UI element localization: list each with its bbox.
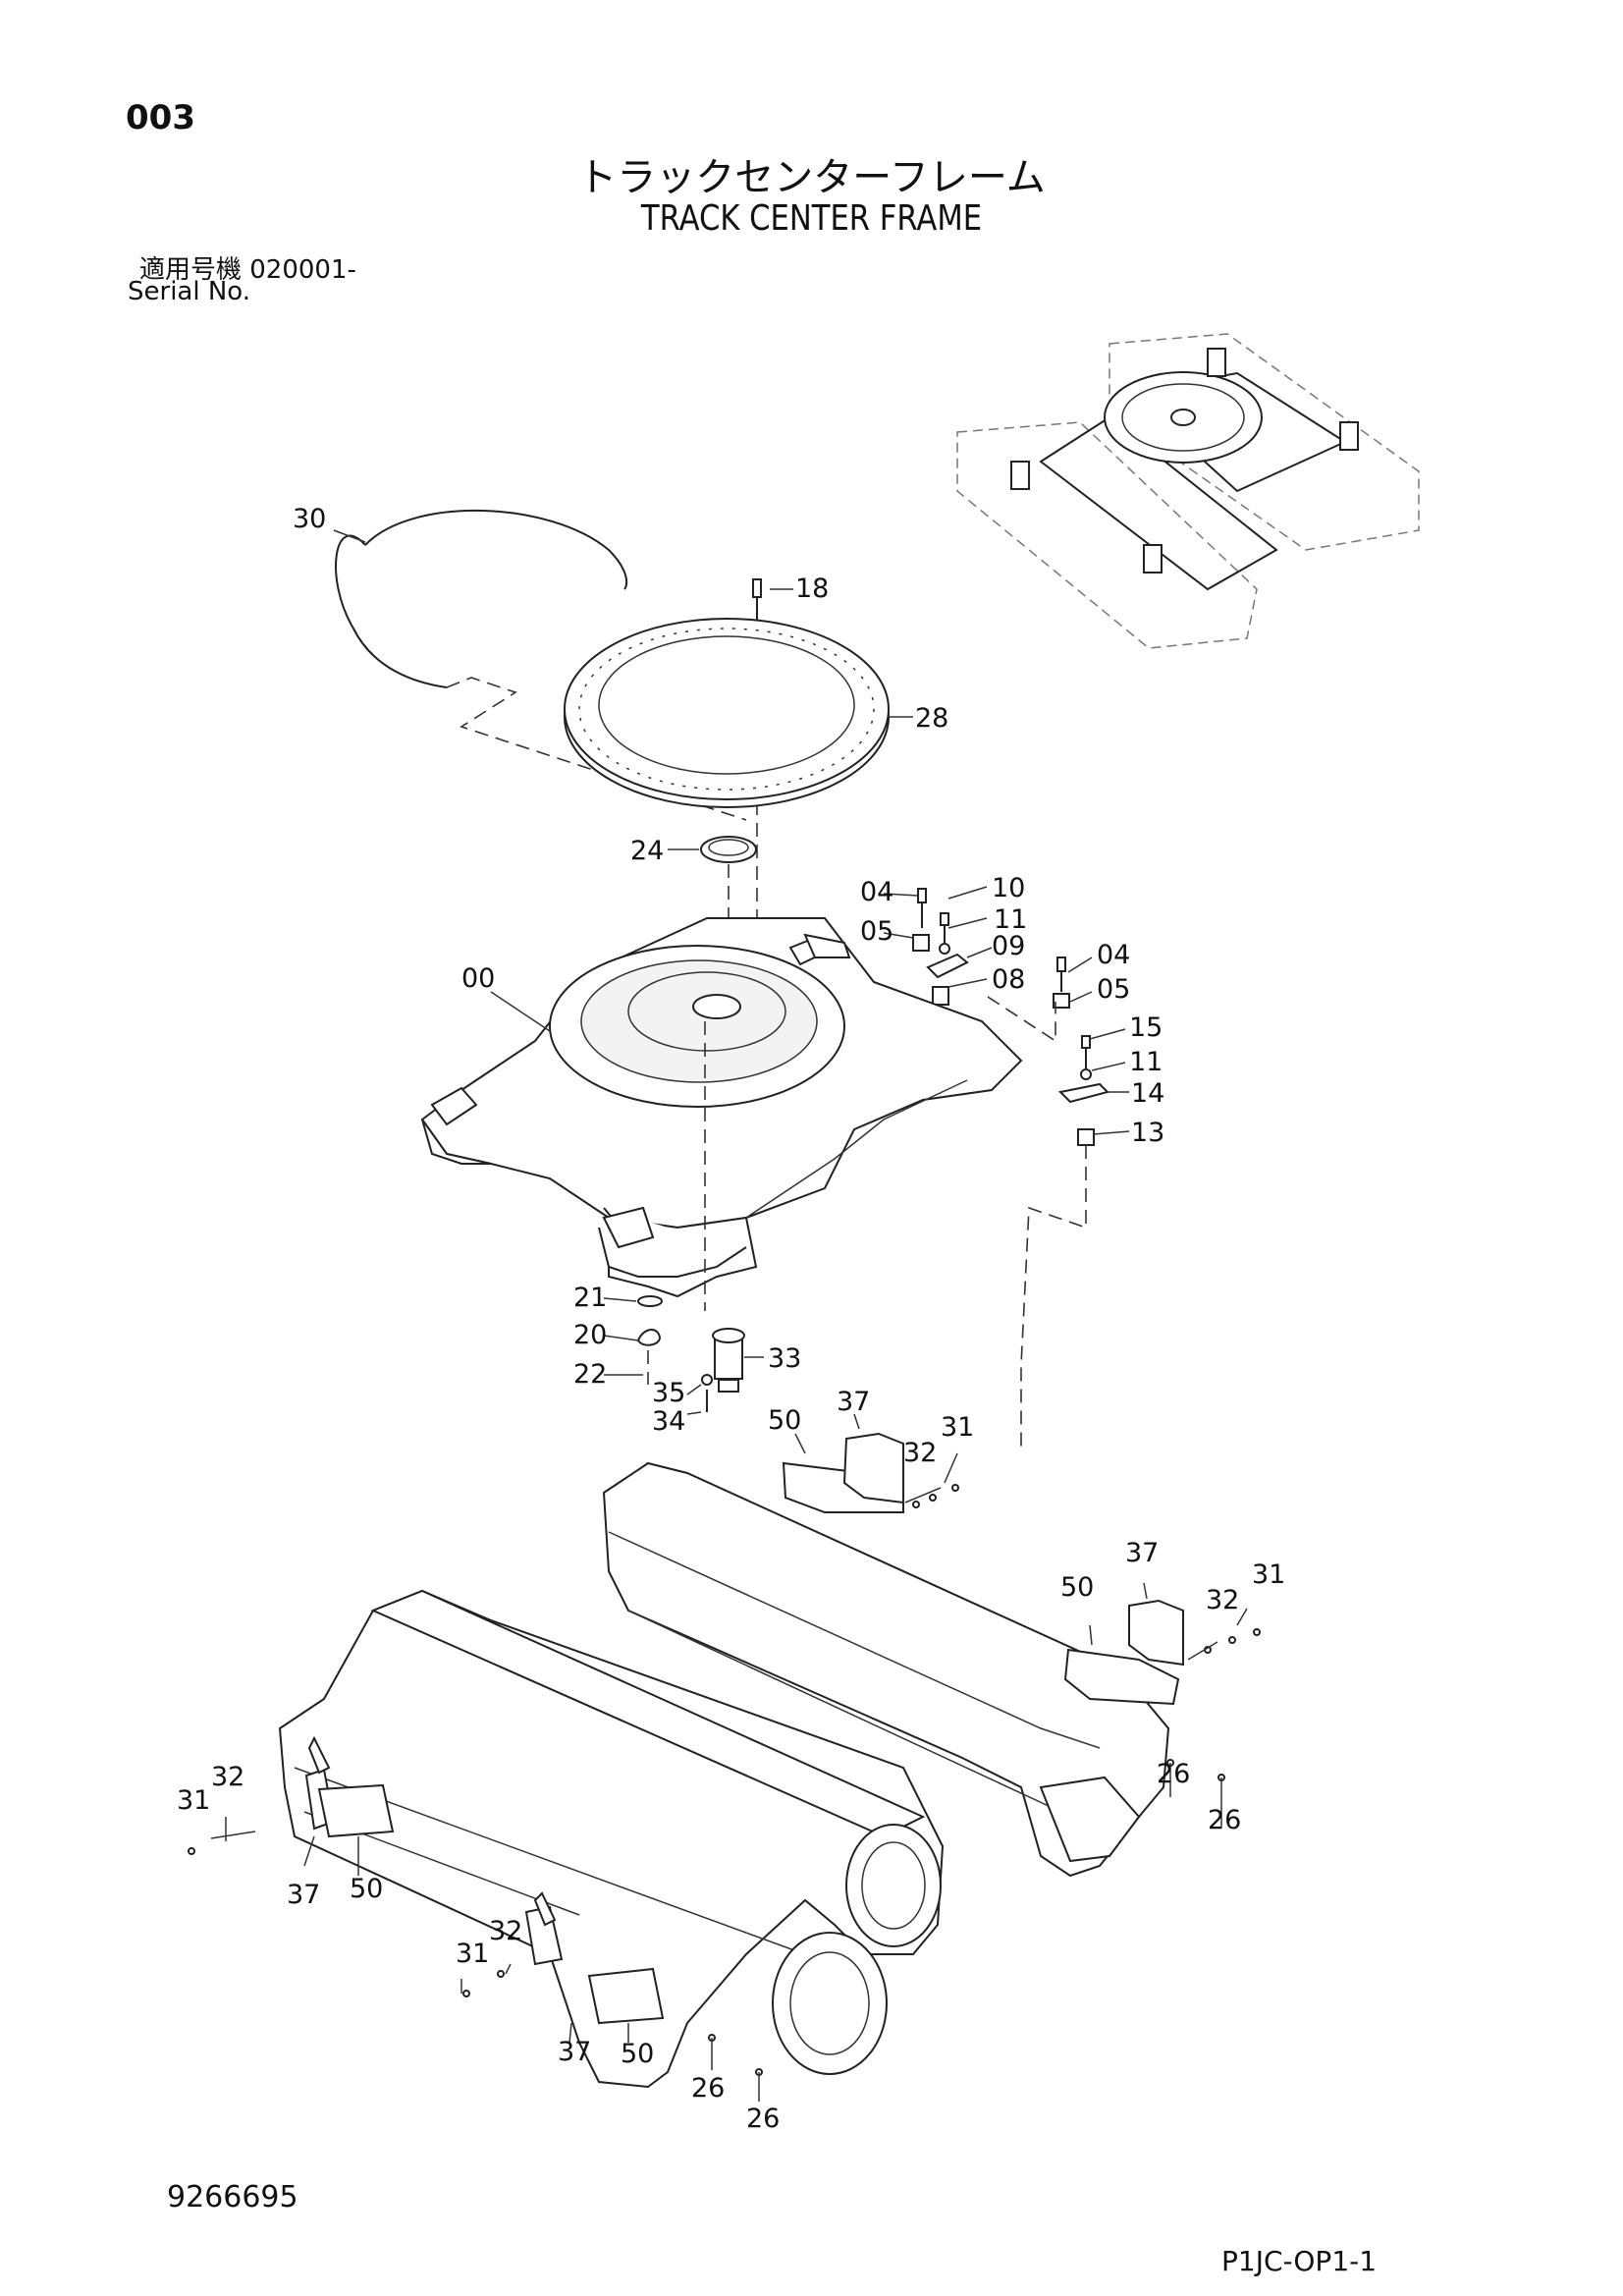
callout-labels: 30 18 28 24 04 10 11 05 09 08 04 05 15 1… — [177, 504, 1285, 2134]
callout-32-c: 32 — [211, 1762, 244, 1792]
part-00-center-frame — [420, 917, 1023, 1298]
page-number: 003 — [126, 98, 195, 137]
callout-14: 14 — [1131, 1078, 1164, 1109]
callout-35: 35 — [652, 1378, 685, 1408]
callout-34: 34 — [652, 1406, 685, 1437]
callout-10: 10 — [992, 873, 1025, 903]
callout-30: 30 — [293, 504, 326, 534]
callout-00: 00 — [461, 963, 495, 994]
callout-24: 24 — [630, 836, 664, 866]
callout-31-d: 31 — [456, 1939, 489, 1969]
part-33-center-joint — [603, 1021, 764, 1415]
fastener-group-right — [987, 957, 1130, 1453]
callout-32-a: 32 — [903, 1438, 937, 1468]
callout-37-a: 37 — [837, 1387, 870, 1417]
callout-13: 13 — [1131, 1118, 1164, 1148]
callout-26-a: 26 — [1157, 1759, 1190, 1789]
callout-18: 18 — [795, 574, 829, 604]
callout-04-right: 04 — [1097, 940, 1130, 970]
callout-33: 33 — [768, 1343, 801, 1374]
part-30-hose — [333, 509, 747, 821]
callout-31-a: 31 — [941, 1412, 974, 1443]
page-code: P1JC-OP1-1 — [1221, 2245, 1378, 2277]
callout-32-b: 32 — [1206, 1585, 1239, 1615]
callout-37-c: 37 — [287, 1880, 320, 1910]
overview-thumbnail — [956, 333, 1420, 649]
callout-28: 28 — [915, 703, 948, 734]
callout-50-c: 50 — [350, 1874, 383, 1904]
serial-label-english: Serial No. — [128, 277, 250, 306]
side-frame-left — [188, 1589, 945, 2102]
side-frame-right — [602, 1413, 1261, 1878]
callout-15: 15 — [1129, 1012, 1163, 1043]
callout-21: 21 — [573, 1283, 607, 1313]
callout-22: 22 — [573, 1359, 607, 1390]
callout-04-upper: 04 — [860, 877, 893, 907]
callout-50-d: 50 — [621, 2039, 654, 2069]
callout-11-upper: 11 — [994, 904, 1027, 935]
callout-26-b: 26 — [1208, 1805, 1241, 1835]
callout-08: 08 — [992, 964, 1025, 995]
callout-09: 09 — [992, 931, 1025, 961]
title-english: TRACK CENTER FRAME — [640, 198, 983, 239]
callout-37-b: 37 — [1125, 1538, 1159, 1568]
callout-11-right: 11 — [1129, 1047, 1163, 1077]
callout-31-b: 31 — [1252, 1559, 1285, 1590]
part-28-swing-bearing — [564, 618, 913, 808]
title-japanese: トラックセンターフレーム — [577, 155, 1046, 200]
callout-32-d: 32 — [489, 1916, 522, 1946]
callout-37-d: 37 — [558, 2037, 591, 2067]
callout-26-d: 26 — [746, 2104, 780, 2134]
callout-50-a: 50 — [768, 1405, 801, 1436]
callout-26-c: 26 — [691, 2073, 725, 2104]
serial-label-japanese: 適用号機 020001- — [139, 255, 356, 285]
callout-50-b: 50 — [1060, 1572, 1094, 1603]
callout-05-right: 05 — [1097, 974, 1130, 1005]
callout-20: 20 — [573, 1320, 607, 1350]
drawing-number: 9266695 — [167, 2180, 298, 2214]
callout-31-c: 31 — [177, 1785, 210, 1816]
callout-05-upper: 05 — [860, 916, 893, 947]
